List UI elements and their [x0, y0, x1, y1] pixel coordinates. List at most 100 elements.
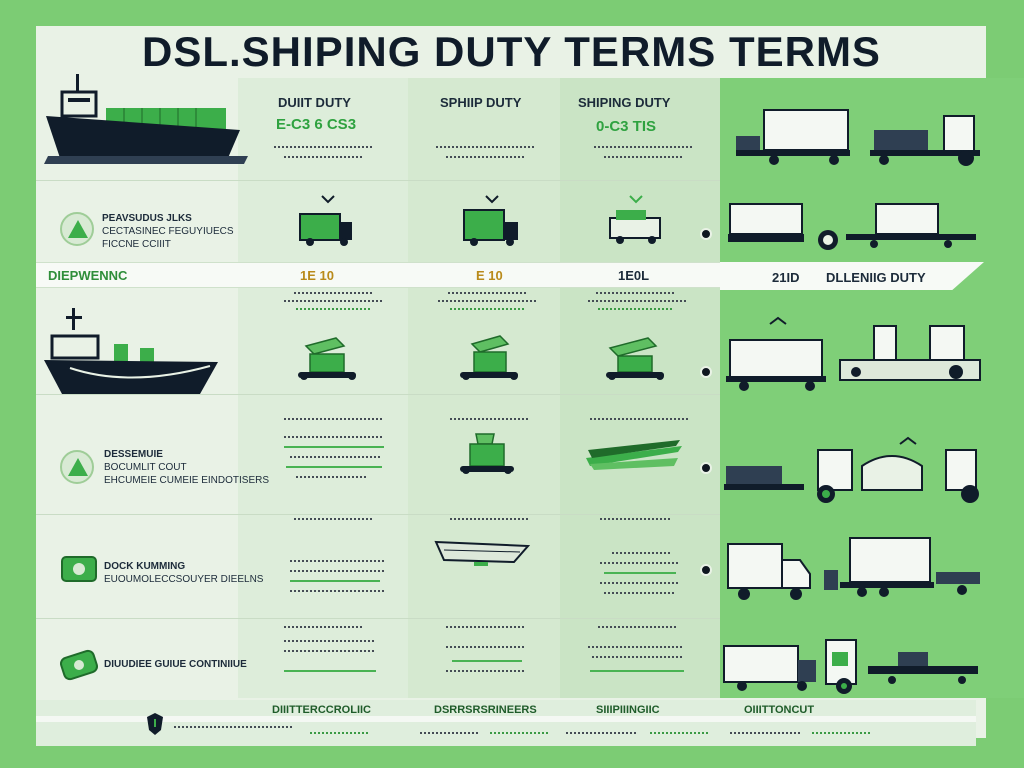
column-header-2: SPHIIP DUTY — [440, 95, 522, 110]
content-dots — [446, 626, 526, 628]
leaf-icon — [68, 220, 88, 238]
column-header-3: SHIPING DUTY — [578, 95, 671, 110]
content-dots — [284, 436, 384, 438]
content-dots — [296, 308, 372, 310]
summary-band-arrow — [720, 262, 984, 290]
footer-strip — [36, 700, 976, 746]
money-roll-icon — [59, 649, 99, 681]
content-dots — [284, 640, 374, 642]
row-label-line: BOCUMLIT COUT — [104, 462, 187, 473]
cargo-ship-icon — [44, 74, 248, 164]
row-separator — [36, 514, 720, 515]
column-shade-1 — [238, 78, 408, 698]
footer-dots — [420, 732, 480, 734]
band-value-2: E 10 — [476, 268, 503, 283]
content-line — [290, 580, 380, 582]
footer-label-3: SIIIPIIINGIIC — [596, 704, 660, 716]
column-sub-3: 0-C3 TIS — [596, 118, 657, 135]
row-separator — [36, 618, 720, 619]
band-value-3: 1E0L — [618, 268, 650, 283]
delivery-truck-icon — [727, 537, 980, 600]
row-label-title: DOCK KUMMING — [104, 561, 186, 572]
row-label-title: DIUUDIEE GUIUE CONTINIIUE — [104, 659, 247, 670]
header-dots-2b — [446, 156, 526, 158]
footer-dots — [650, 732, 710, 734]
column-header-1: DUIIT DUTY — [278, 95, 351, 110]
content-dots — [290, 590, 384, 592]
content-dots — [296, 476, 366, 478]
content-dots — [598, 626, 678, 628]
content-dots — [284, 650, 374, 652]
connector-dot — [700, 564, 712, 576]
footer-dots — [566, 732, 636, 734]
forklift-icon — [460, 433, 514, 474]
band-left-label: DIEPWENNC — [48, 268, 128, 283]
header-dots-2 — [436, 146, 536, 148]
content-dots — [592, 656, 682, 658]
content-dots — [450, 418, 530, 420]
page-title: DSL.SHIPING DUTY TERMS TERMS — [142, 28, 881, 75]
summary-band — [36, 262, 720, 288]
connector-dot — [700, 228, 712, 240]
footer-label-4: OIIITTONCUT — [744, 704, 815, 716]
content-line — [452, 660, 522, 662]
tractor-trailer-icon — [724, 436, 979, 503]
row-label-title: PEAVSUDUS JLKS — [102, 213, 192, 224]
content-line — [286, 466, 382, 468]
footer-dots — [490, 732, 550, 734]
content-dots — [446, 670, 526, 672]
cargo-truck-icon — [463, 195, 518, 246]
footer-divider — [36, 716, 976, 722]
row-label-3: DOCK KUMMING EUOUMOLECCSOUYER DIEELNS — [104, 560, 263, 586]
shield-icon — [147, 713, 163, 735]
header-dots-3b — [604, 156, 684, 158]
row-label-line: EHCUMEIE CUMEIE EINDOTISERS — [104, 475, 270, 486]
content-line — [284, 446, 384, 448]
content-dots — [604, 592, 674, 594]
row-label-line: FICCNE CCIIIT — [102, 239, 171, 250]
badge-icon — [60, 450, 94, 484]
row-label-4: DIUUDIEE GUIUE CONTINIIUE — [104, 658, 247, 671]
semi-truck-icon — [726, 316, 981, 391]
column-shade-2 — [408, 78, 560, 698]
cargo-truck-icon — [609, 195, 661, 244]
footer-dots — [174, 726, 294, 728]
cargo-ship-icon — [44, 308, 218, 394]
cash-icon — [61, 556, 97, 582]
content-dots — [284, 626, 364, 628]
content-dots — [446, 646, 526, 648]
band-right-label: DLLENIIG DUTY — [826, 270, 926, 285]
header-dots-1 — [274, 146, 374, 148]
content-line — [284, 670, 376, 672]
band-right-year: 21ID — [772, 270, 800, 285]
connector-dot — [700, 462, 712, 474]
row-separator — [36, 394, 720, 395]
content-dots — [448, 292, 528, 294]
content-line — [590, 670, 684, 672]
content-dots — [612, 552, 672, 554]
connector-dot — [700, 366, 712, 378]
content-dots — [596, 292, 676, 294]
content-dots — [284, 418, 384, 420]
content-dots — [600, 518, 670, 520]
content-line — [604, 572, 676, 574]
footer-dots — [310, 732, 370, 734]
content-dots — [600, 562, 680, 564]
content-dots — [294, 518, 374, 520]
content-dots — [450, 518, 530, 520]
footer-label-2: DSRRSRSRINEERS — [434, 704, 537, 716]
semi-truck-icon — [723, 639, 978, 694]
row-label-line: CECTASINEC FEGUYIUECS — [102, 226, 234, 237]
content-dots — [588, 300, 688, 302]
row-label-2: DESSEMUIE BOCUMLIT COUT EHCUMEIE CUMEIE … — [104, 448, 269, 487]
flatbed-truck-icon — [728, 203, 976, 250]
band-value-1: 1E 10 — [300, 268, 334, 283]
semi-truck-icon — [736, 109, 980, 166]
content-dots — [284, 300, 384, 302]
footer-label-1: DIIITTERCCROLIIC — [272, 704, 371, 716]
content-dots — [290, 560, 384, 562]
footer-dots — [812, 732, 872, 734]
truck-panel — [720, 78, 1024, 698]
content-dots — [588, 646, 684, 648]
forklift-icon — [298, 337, 356, 380]
